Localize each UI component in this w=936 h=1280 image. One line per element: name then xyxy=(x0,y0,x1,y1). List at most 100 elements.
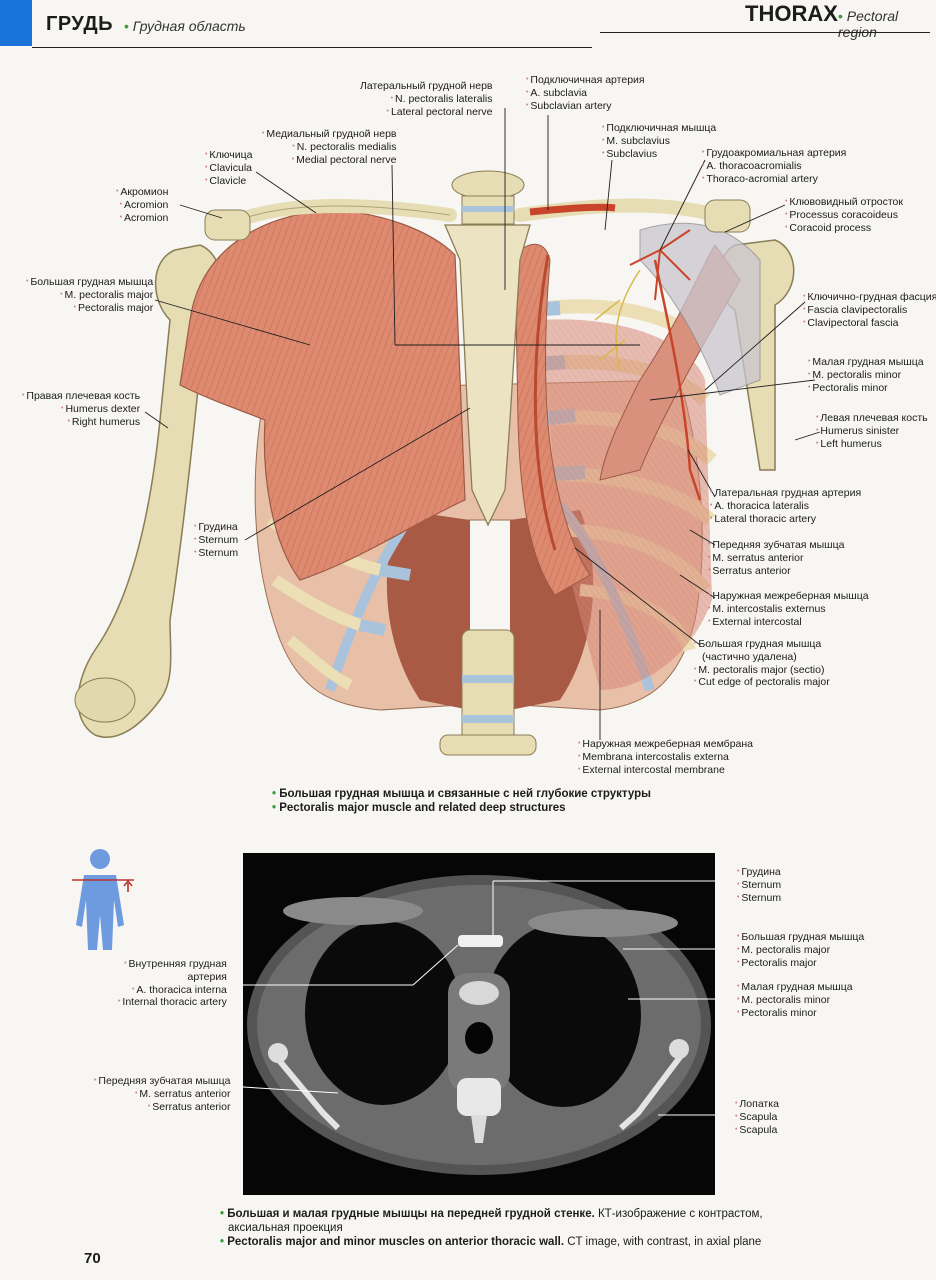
label-en: Subclavian artery xyxy=(526,100,645,113)
ct-axial-image xyxy=(243,853,715,1195)
caption-en: Pectoralis major muscle and related deep… xyxy=(272,801,651,815)
label-lat: Humerus sinister xyxy=(816,425,928,438)
label-en: Subclavius xyxy=(602,148,716,161)
label-ru: Медиальный грудной нерв xyxy=(262,128,396,141)
vertebral-column xyxy=(439,629,537,756)
label-external-intercostal: Наружная межреберная мышца M. intercosta… xyxy=(708,590,869,629)
label-sternum: Грудина Sternum Sternum xyxy=(194,521,238,559)
ct-left-lung xyxy=(485,923,641,1107)
label-lat: A. thoracica interna xyxy=(118,984,226,997)
pectoralis-major-right xyxy=(179,209,466,581)
label-en: External intercostal membrane xyxy=(578,764,753,777)
header-ru-title: ГРУДЬ xyxy=(46,13,113,35)
caption-ru: Большая грудная мышца и связанные с ней … xyxy=(272,787,651,801)
label-thoracoacromial-artery: Грудоакромиальная артерия A. thoracoacro… xyxy=(702,147,846,185)
ct-right-scapula xyxy=(270,1051,341,1131)
ct-right-humeral-head xyxy=(268,1043,288,1063)
label-ru: Грудина xyxy=(194,521,238,534)
label-lat: Fascia clavipectoralis xyxy=(803,304,936,317)
label-en: Right humerus xyxy=(22,416,140,429)
ct-pectoralis-major-right xyxy=(283,897,423,925)
label-en: Lateral thoracic artery xyxy=(710,513,861,526)
label-ru: Грудоакромиальная артерия xyxy=(702,147,846,160)
label-en: Thoraco-acromial artery xyxy=(702,173,846,186)
header-rule-right xyxy=(600,32,930,34)
label-lat: Scapula xyxy=(735,1111,779,1124)
label-lat: A. thoracoacromialis xyxy=(702,160,846,173)
label-en: Acromion xyxy=(116,212,168,225)
label-ru-cont: (частично удалена) xyxy=(702,650,797,663)
label-en: Coracoid process xyxy=(785,222,903,235)
label-lat: Membrana intercostalis externa xyxy=(578,751,753,764)
ct-aorta xyxy=(459,981,499,1005)
label-ru: Ключица xyxy=(205,149,252,162)
ct-leader-lines xyxy=(243,880,715,1116)
pectoralis-major-cut xyxy=(514,243,591,596)
label-ru: Наружная межреберная мембрана xyxy=(578,738,753,751)
label-en: Lateral pectoral nerve xyxy=(360,106,493,119)
label-ru: Внутренняя грудная xyxy=(118,958,227,971)
label-external-intercostal-membrane: Наружная межреберная мембрана Membrana i… xyxy=(578,738,753,776)
label-right-humerus: Правая плечевая кость Humerus dexter Rig… xyxy=(22,390,140,428)
label-pectoralis-minor: Малая грудная мышца M. pectoralis minor … xyxy=(808,356,924,394)
upper-vertebra xyxy=(451,170,525,225)
label-ru-cont: артерия xyxy=(187,970,227,983)
caption-ru-bold: Большая и малая грудные мышцы на передне… xyxy=(227,1208,595,1220)
clavipectoral-fascia xyxy=(639,222,761,396)
label-en: Internal thoracic artery xyxy=(118,996,226,1009)
label-lat: M. serratus anterior xyxy=(708,552,844,565)
label-ru: Наружная межреберная мышца xyxy=(708,590,868,603)
internal-thoracic-artery-path xyxy=(533,254,557,551)
label-ru: Передняя зубчатая мышца xyxy=(708,539,844,552)
label-lat: Processus coracoideus xyxy=(785,209,903,222)
label-en: Scapula xyxy=(735,1124,779,1137)
label-en: Sternum xyxy=(194,547,238,560)
section-tab xyxy=(0,0,32,46)
ct-right-lung xyxy=(305,921,461,1105)
label-lat: M. pectoralis minor xyxy=(737,994,853,1007)
label-en: Clavicle xyxy=(205,175,252,188)
leader-lines xyxy=(144,108,821,740)
label-medial-pectoral-nerve: Медиальный грудной нерв N. pectoralis me… xyxy=(262,128,397,166)
figure-caption-2: Большая и малая грудные мышцы на передне… xyxy=(220,1207,762,1249)
label-clavicle: Ключица Clavicula Clavicle xyxy=(205,149,252,187)
page-number: 70 xyxy=(84,1250,101,1267)
ct-left-humeral-head xyxy=(669,1039,689,1059)
caption-en-bold: Pectoralis major and minor muscles on an… xyxy=(227,1236,565,1248)
label-acromion: Акромион Acromion Acromion xyxy=(116,186,168,224)
label-en: Serratus anterior xyxy=(708,565,844,578)
label-lat: M. serratus anterior xyxy=(94,1088,230,1101)
label-lat: A. subclavia xyxy=(526,87,645,100)
label-lat: M. pectoralis minor xyxy=(808,369,924,382)
label-en: Pectoralis minor xyxy=(737,1007,853,1020)
acromion-left xyxy=(704,199,751,233)
header-en-title: THORAX xyxy=(745,1,838,26)
label-lat: M. subclavius xyxy=(602,135,716,148)
caption-ru-line2: аксиальная проекция xyxy=(228,1222,343,1234)
ct-label-sternum: Грудина Sternum Sternum xyxy=(737,866,781,904)
label-serratus-anterior: Передняя зубчатая мышца M. serratus ante… xyxy=(708,539,844,577)
label-ru: Большая грудная мышца xyxy=(737,931,864,944)
label-ru: Большая грудная мышца xyxy=(26,276,153,289)
label-ru: Передняя зубчатая мышца xyxy=(94,1075,230,1088)
acromion-right xyxy=(204,209,251,241)
label-en: Left humerus xyxy=(816,438,928,451)
label-lat: M. pectoralis major xyxy=(737,944,864,957)
label-lat: M. pectoralis major xyxy=(26,289,154,302)
ct-left-scapula xyxy=(619,1051,686,1131)
header-rule-left xyxy=(32,47,592,49)
label-ru: Большая грудная мышца xyxy=(694,638,830,651)
label-en: Sternum xyxy=(737,892,781,905)
ct-label-scapula: Лопатка Scapula Scapula xyxy=(735,1098,779,1136)
label-subclavius: Подключичная мышца M. subclavius Subclav… xyxy=(602,122,716,160)
label-lat: N. pectoralis medialis xyxy=(262,141,397,154)
ct-sternum xyxy=(458,935,503,947)
label-en: External intercostal xyxy=(708,616,869,629)
label-clavipectoral-fascia: Ключично-грудная фасция Fascia clavipect… xyxy=(803,291,936,329)
label-lat: Acromion xyxy=(116,199,168,212)
ct-spinous-process xyxy=(471,1115,487,1143)
body-orientation-icon xyxy=(72,849,134,950)
label-left-humerus: Левая плечевая кость Humerus sinister Le… xyxy=(816,412,928,451)
external-intercostal-muscles xyxy=(540,319,712,690)
label-lat: M. intercostalis externus xyxy=(708,603,869,616)
